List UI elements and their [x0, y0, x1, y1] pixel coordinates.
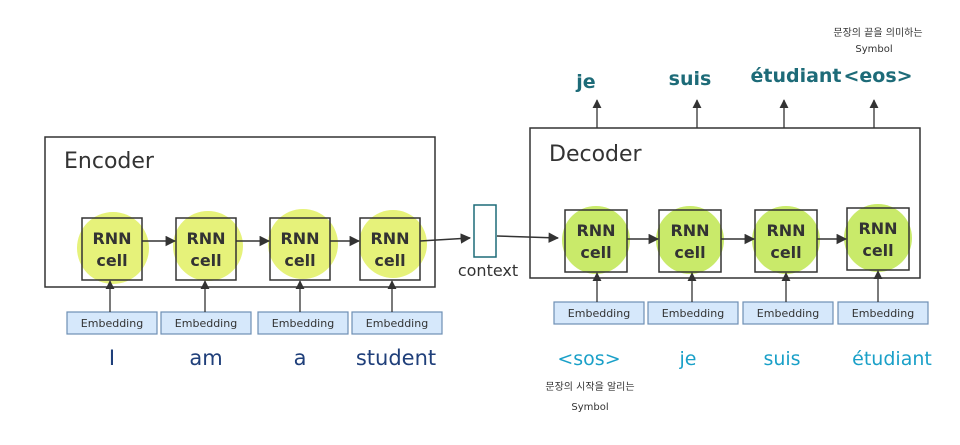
context-label: context	[458, 261, 518, 280]
cell-highlight	[844, 204, 912, 272]
encoder-cell-2: RNN cell	[173, 211, 243, 281]
encoder-inputs: I am a student	[109, 346, 436, 370]
encoder-cell-1: RNN cell	[77, 212, 149, 284]
embedding-label: Embedding	[568, 307, 630, 320]
embedding-label: Embedding	[852, 307, 914, 320]
decoder-cells: RNN cell RNN cell RNN cell RNN cell	[562, 204, 912, 274]
encoder-title: Encoder	[64, 149, 155, 174]
embedding-label: Embedding	[366, 317, 428, 330]
embedding-label: Embedding	[175, 317, 237, 330]
decoder-title: Decoder	[549, 142, 643, 167]
decoder-inputs: <sos> je suis étudiant	[557, 348, 931, 370]
encoder-input-word: am	[189, 346, 222, 370]
rnn-cell-label-top: RNN	[186, 229, 225, 248]
embedding-box	[160, 311, 252, 335]
encoder-to-context-arrow	[419, 233, 472, 244]
decoder-input-word: <sos>	[557, 348, 620, 370]
encoder-input-word: student	[356, 346, 436, 370]
sos-note-line2: Symbol	[571, 402, 608, 413]
decoder-output-word: étudiant	[750, 65, 841, 87]
embedding-box	[66, 311, 158, 335]
embedding-box	[351, 311, 443, 335]
rnn-cell-label-bottom: cell	[674, 243, 705, 262]
embedding-box	[647, 301, 739, 325]
cell-highlight	[173, 211, 243, 281]
rnn-cell-box	[359, 217, 421, 281]
eos-note-line2: Symbol	[855, 44, 892, 55]
rnn-cell-box	[564, 209, 628, 273]
rnn-cell-box	[175, 217, 237, 281]
rnn-cell-label-top: RNN	[92, 229, 131, 248]
embedding-label: Embedding	[272, 317, 334, 330]
embedding-label: Embedding	[81, 317, 143, 330]
eos-note-line1: 문장의 끝을 의미하는	[833, 26, 922, 39]
rnn-cell-label-bottom: cell	[862, 241, 893, 260]
rnn-cell-label-bottom: cell	[284, 251, 315, 270]
decoder-input-word: suis	[763, 348, 800, 370]
decoder-input-word: je	[679, 348, 697, 370]
decoder-cell-2: RNN cell	[656, 206, 724, 274]
decoder-cell-4: RNN cell	[844, 204, 912, 272]
rnn-cell-label-top: RNN	[576, 221, 615, 240]
encoder-frame	[44, 136, 436, 288]
context-to-decoder-arrow	[496, 232, 560, 243]
cell-highlight	[268, 209, 338, 279]
decoder-input-word: étudiant	[852, 348, 932, 370]
rnn-cell-label-top: RNN	[766, 221, 805, 240]
decoder-output-word: <eos>	[843, 65, 912, 87]
cell-highlight	[752, 206, 820, 274]
decoder-outputs: je suis étudiant <eos>	[575, 65, 912, 93]
embedding-label: Embedding	[662, 307, 724, 320]
encoder-input-word: I	[109, 346, 115, 370]
decoder-embeddings: Embedding Embedding Embedding Embedding	[553, 301, 929, 325]
embedding-box	[837, 301, 929, 325]
cell-highlight	[359, 210, 427, 278]
sos-note-line1: 문장의 시작을 알리는	[545, 381, 634, 393]
embedding-box	[553, 301, 645, 325]
decoder-output-word: je	[575, 71, 595, 93]
decoder-cell-3: RNN cell	[752, 206, 820, 274]
embedding-box	[742, 301, 834, 325]
encoder-embeddings: Embedding Embedding Embedding Embedding	[66, 311, 443, 335]
rnn-cell-label-bottom: cell	[374, 251, 405, 270]
embedding-label: Embedding	[757, 307, 819, 320]
context-vector	[473, 204, 497, 258]
cell-highlight	[656, 206, 724, 274]
rnn-cell-label-top: RNN	[280, 229, 319, 248]
encoder-input-word: a	[294, 346, 307, 370]
rnn-cell-label-top: RNN	[370, 229, 409, 248]
cell-highlight	[562, 206, 630, 274]
encoder-cells: RNN cell RNN cell RNN cell RNN cell	[77, 209, 427, 284]
rnn-cell-label-top: RNN	[858, 219, 897, 238]
encoder-cell-3: RNN cell	[268, 209, 338, 281]
decoder-frame	[529, 127, 921, 279]
decoder-cell-1: RNN cell	[562, 206, 630, 274]
rnn-cell-box	[269, 217, 331, 281]
rnn-cell-label-top: RNN	[670, 221, 709, 240]
cell-highlight	[77, 212, 149, 284]
decoder-output-word: suis	[669, 68, 712, 90]
encoder-cell-4: RNN cell	[359, 210, 427, 281]
rnn-cell-label-bottom: cell	[190, 251, 221, 270]
rnn-cell-box	[81, 217, 143, 281]
rnn-cell-label-bottom: cell	[96, 251, 127, 270]
rnn-cell-label-bottom: cell	[770, 243, 801, 262]
embedding-box	[257, 311, 349, 335]
rnn-cell-label-bottom: cell	[580, 243, 611, 262]
